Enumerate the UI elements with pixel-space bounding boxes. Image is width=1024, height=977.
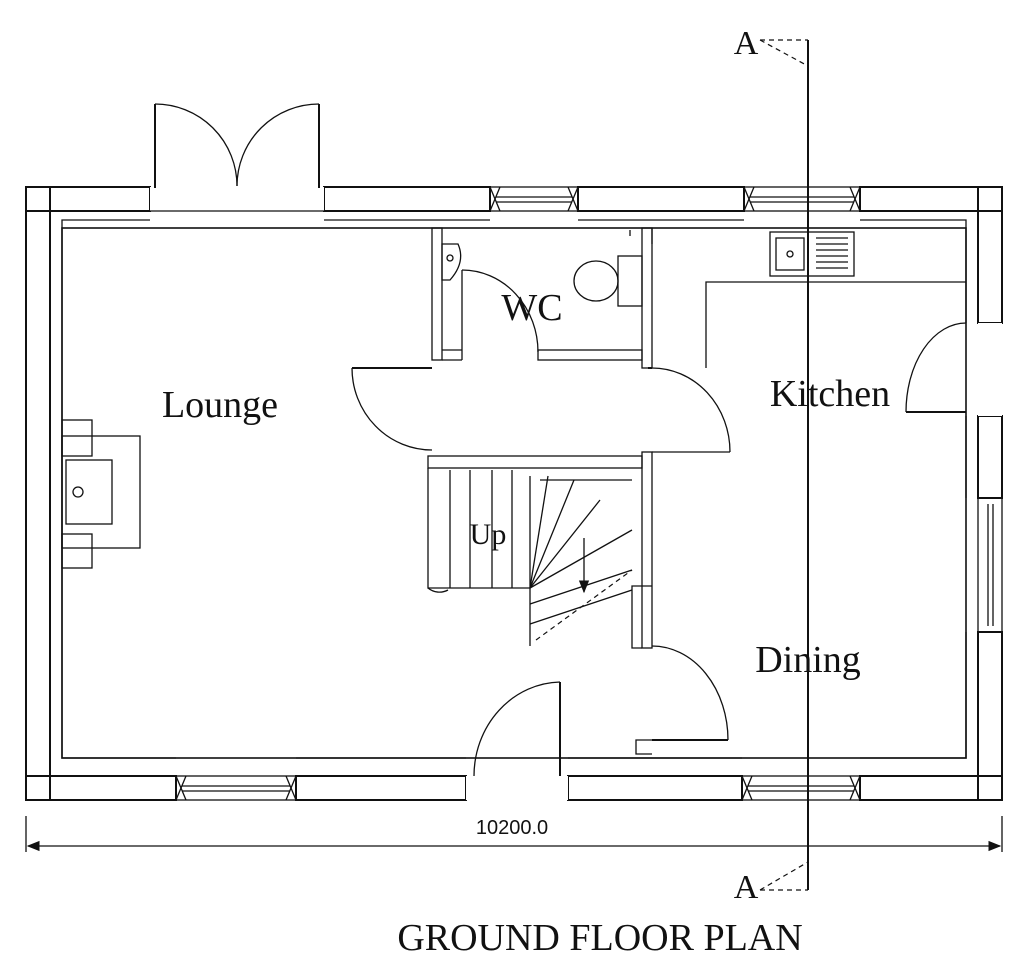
room-label-kitchen: Kitchen	[770, 373, 890, 415]
section-marker-bottom: A	[734, 869, 759, 906]
dimension-line	[25, 816, 1003, 852]
windows	[175, 186, 1003, 801]
wc-fixtures	[441, 230, 643, 307]
internal-walls	[427, 227, 966, 755]
room-label-dining: Dining	[755, 639, 861, 681]
toilet-icon	[573, 260, 619, 302]
staircase	[427, 468, 633, 646]
room-label-wc: WC	[501, 287, 562, 329]
stairs-label: Up	[470, 518, 507, 551]
basin-icon	[441, 243, 462, 281]
kitchen-sink	[769, 231, 855, 277]
dimension-label: 10200.0	[476, 817, 548, 839]
external-walls	[25, 186, 1003, 801]
plan-title: GROUND FLOOR PLAN	[397, 917, 802, 959]
section-line	[759, 39, 809, 891]
fireplace	[61, 419, 141, 569]
section-marker-top: A	[734, 25, 759, 62]
doors	[150, 103, 1002, 800]
room-label-lounge: Lounge	[162, 384, 278, 426]
